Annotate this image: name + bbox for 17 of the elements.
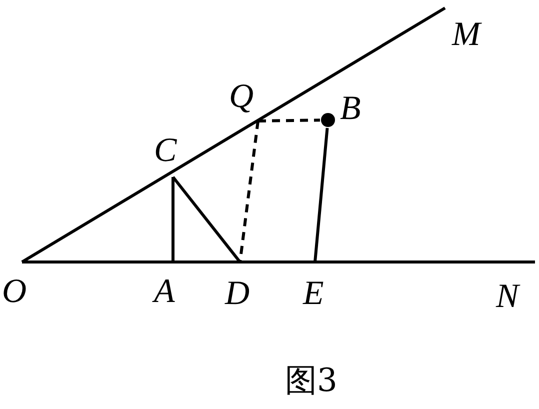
point-label: Q (229, 80, 254, 114)
dashed-line (238, 120, 260, 262)
line-segment (22, 260, 535, 264)
line-segment (21, 6, 446, 264)
figure-caption: 图3 (285, 362, 338, 398)
point-label: O (2, 275, 27, 309)
point-label: A (154, 275, 175, 309)
point-label: B (340, 92, 361, 126)
point-label: N (496, 280, 519, 314)
point-label: M (452, 18, 480, 52)
point-label: C (154, 134, 177, 168)
point-label: E (303, 277, 324, 311)
dashed-line (258, 118, 320, 122)
line-segment (314, 128, 329, 262)
point-label: D (225, 277, 250, 311)
line-segment (172, 176, 242, 263)
line-segment (172, 177, 174, 262)
